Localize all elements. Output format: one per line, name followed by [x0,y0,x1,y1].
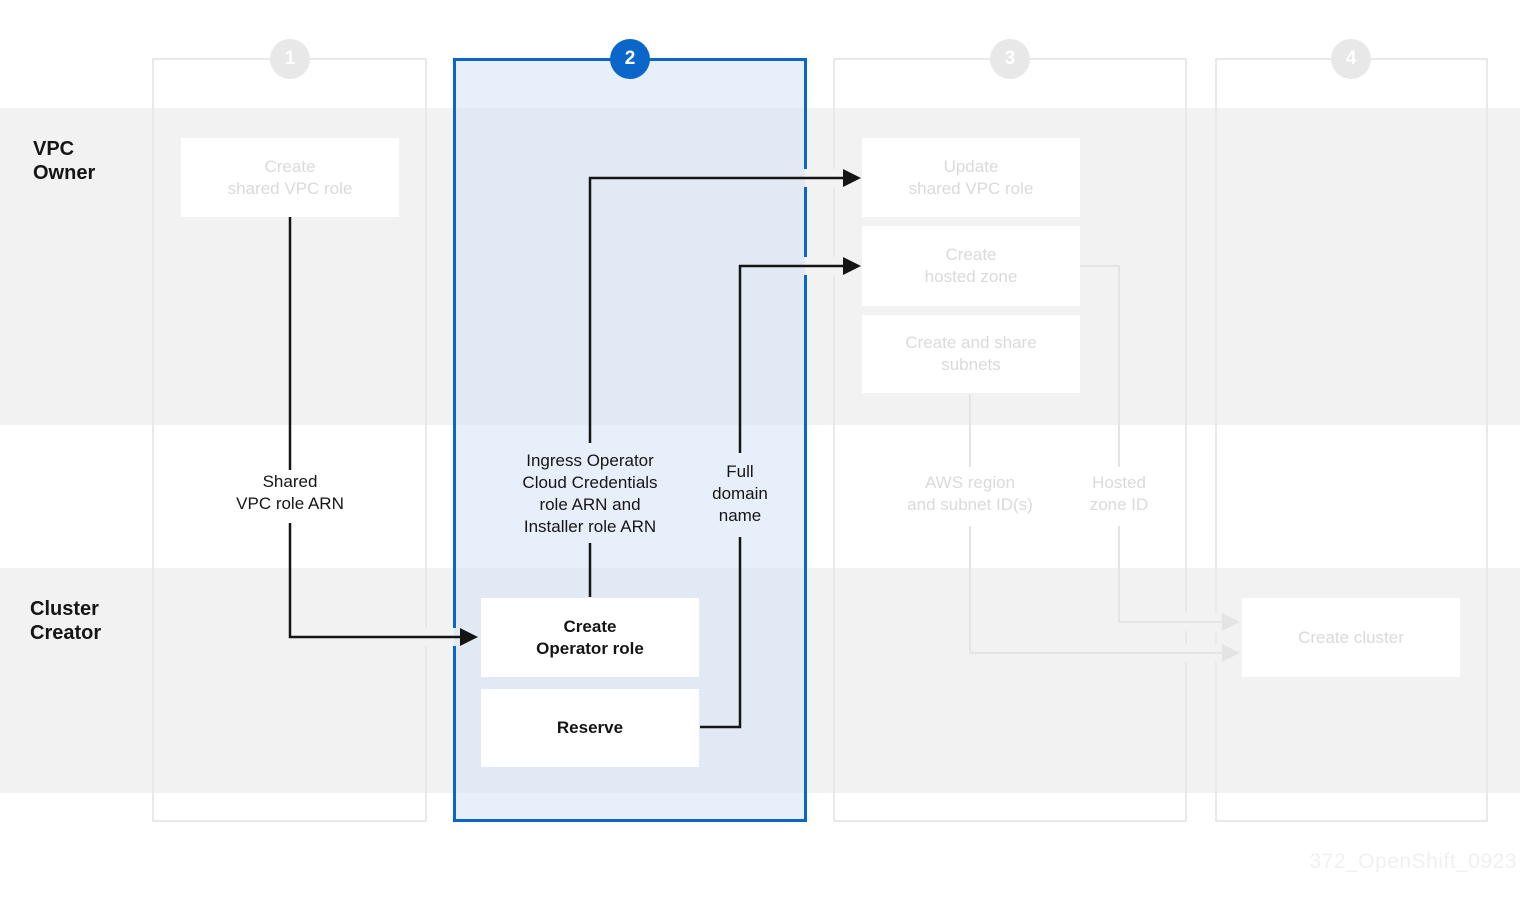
box-update-shared-vpc-role: Update shared VPC role [862,138,1080,217]
row-label-vpc-owner: VPC Owner [33,138,96,184]
step-3-badge: 3 [990,39,1030,79]
step-4-badge: 4 [1331,39,1371,79]
row-label-cluster-creator: Cluster Creator [30,598,102,644]
label-hosted-zone-id: Hosted zone ID [1089,473,1149,514]
label-full-domain-name: Full domain name [712,462,768,525]
box-create-and-share-subnets: Create and share subnets [862,315,1080,393]
label-ingress-installer-role-arn: Ingress Operator Cloud Credentials role … [522,451,658,536]
step-1-badge: 1 [270,39,310,79]
box-create-hosted-zone: Create hosted zone [862,226,1080,306]
step-4-column [1215,58,1488,822]
label-shared-vpc-role-arn: Shared VPC role ARN [236,472,344,513]
step-2-badge: 2 [610,39,650,79]
box-create-cluster: Create cluster [1242,598,1460,677]
box-create-shared-vpc-role: Create shared VPC role [181,138,399,217]
box-create-operator-role: Create Operator role [481,598,699,677]
box-reserve: Reserve [481,689,699,767]
label-aws-region-subnet-ids: AWS region and subnet ID(s) [907,473,1033,514]
watermark: 372_OpenShift_0923 [1309,850,1517,873]
